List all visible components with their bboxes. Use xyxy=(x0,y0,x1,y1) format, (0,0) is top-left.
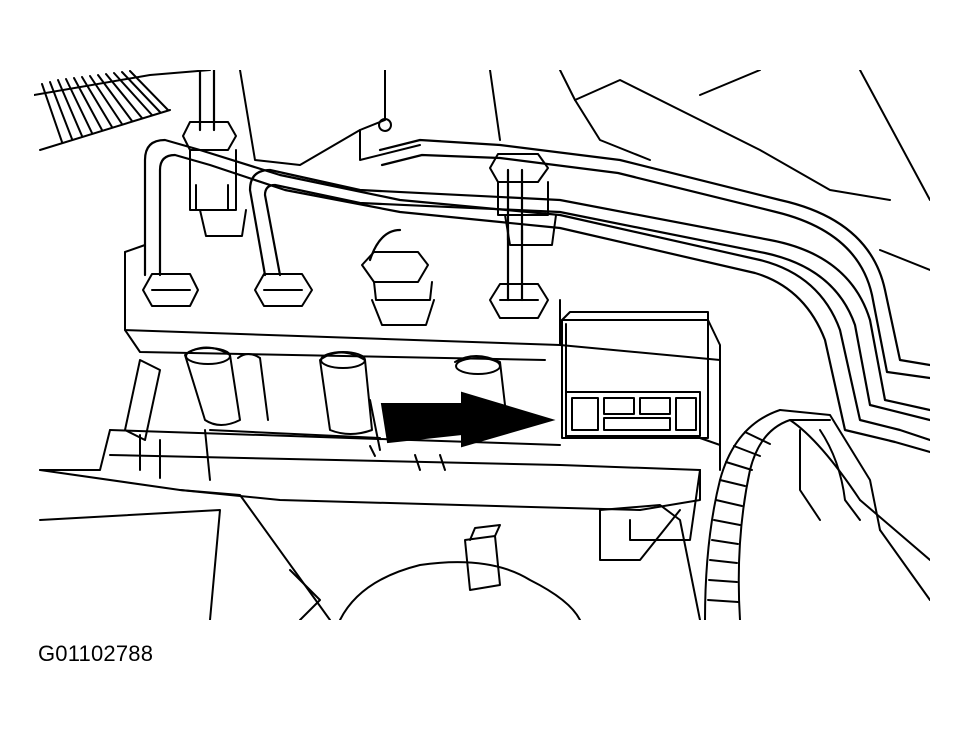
wiring-harness xyxy=(705,410,930,620)
right-side-panel xyxy=(630,470,930,600)
upper-left-panel xyxy=(34,70,210,150)
connector xyxy=(562,312,720,445)
arrow-right-icon xyxy=(382,393,552,446)
lower-rails xyxy=(40,430,700,620)
figure-code-label: G01102788 xyxy=(38,641,154,666)
hex-fittings xyxy=(143,122,556,325)
background-structure xyxy=(240,70,930,270)
motor-housing xyxy=(290,505,700,620)
brake-lines xyxy=(145,70,930,452)
solenoid-row xyxy=(125,348,505,451)
